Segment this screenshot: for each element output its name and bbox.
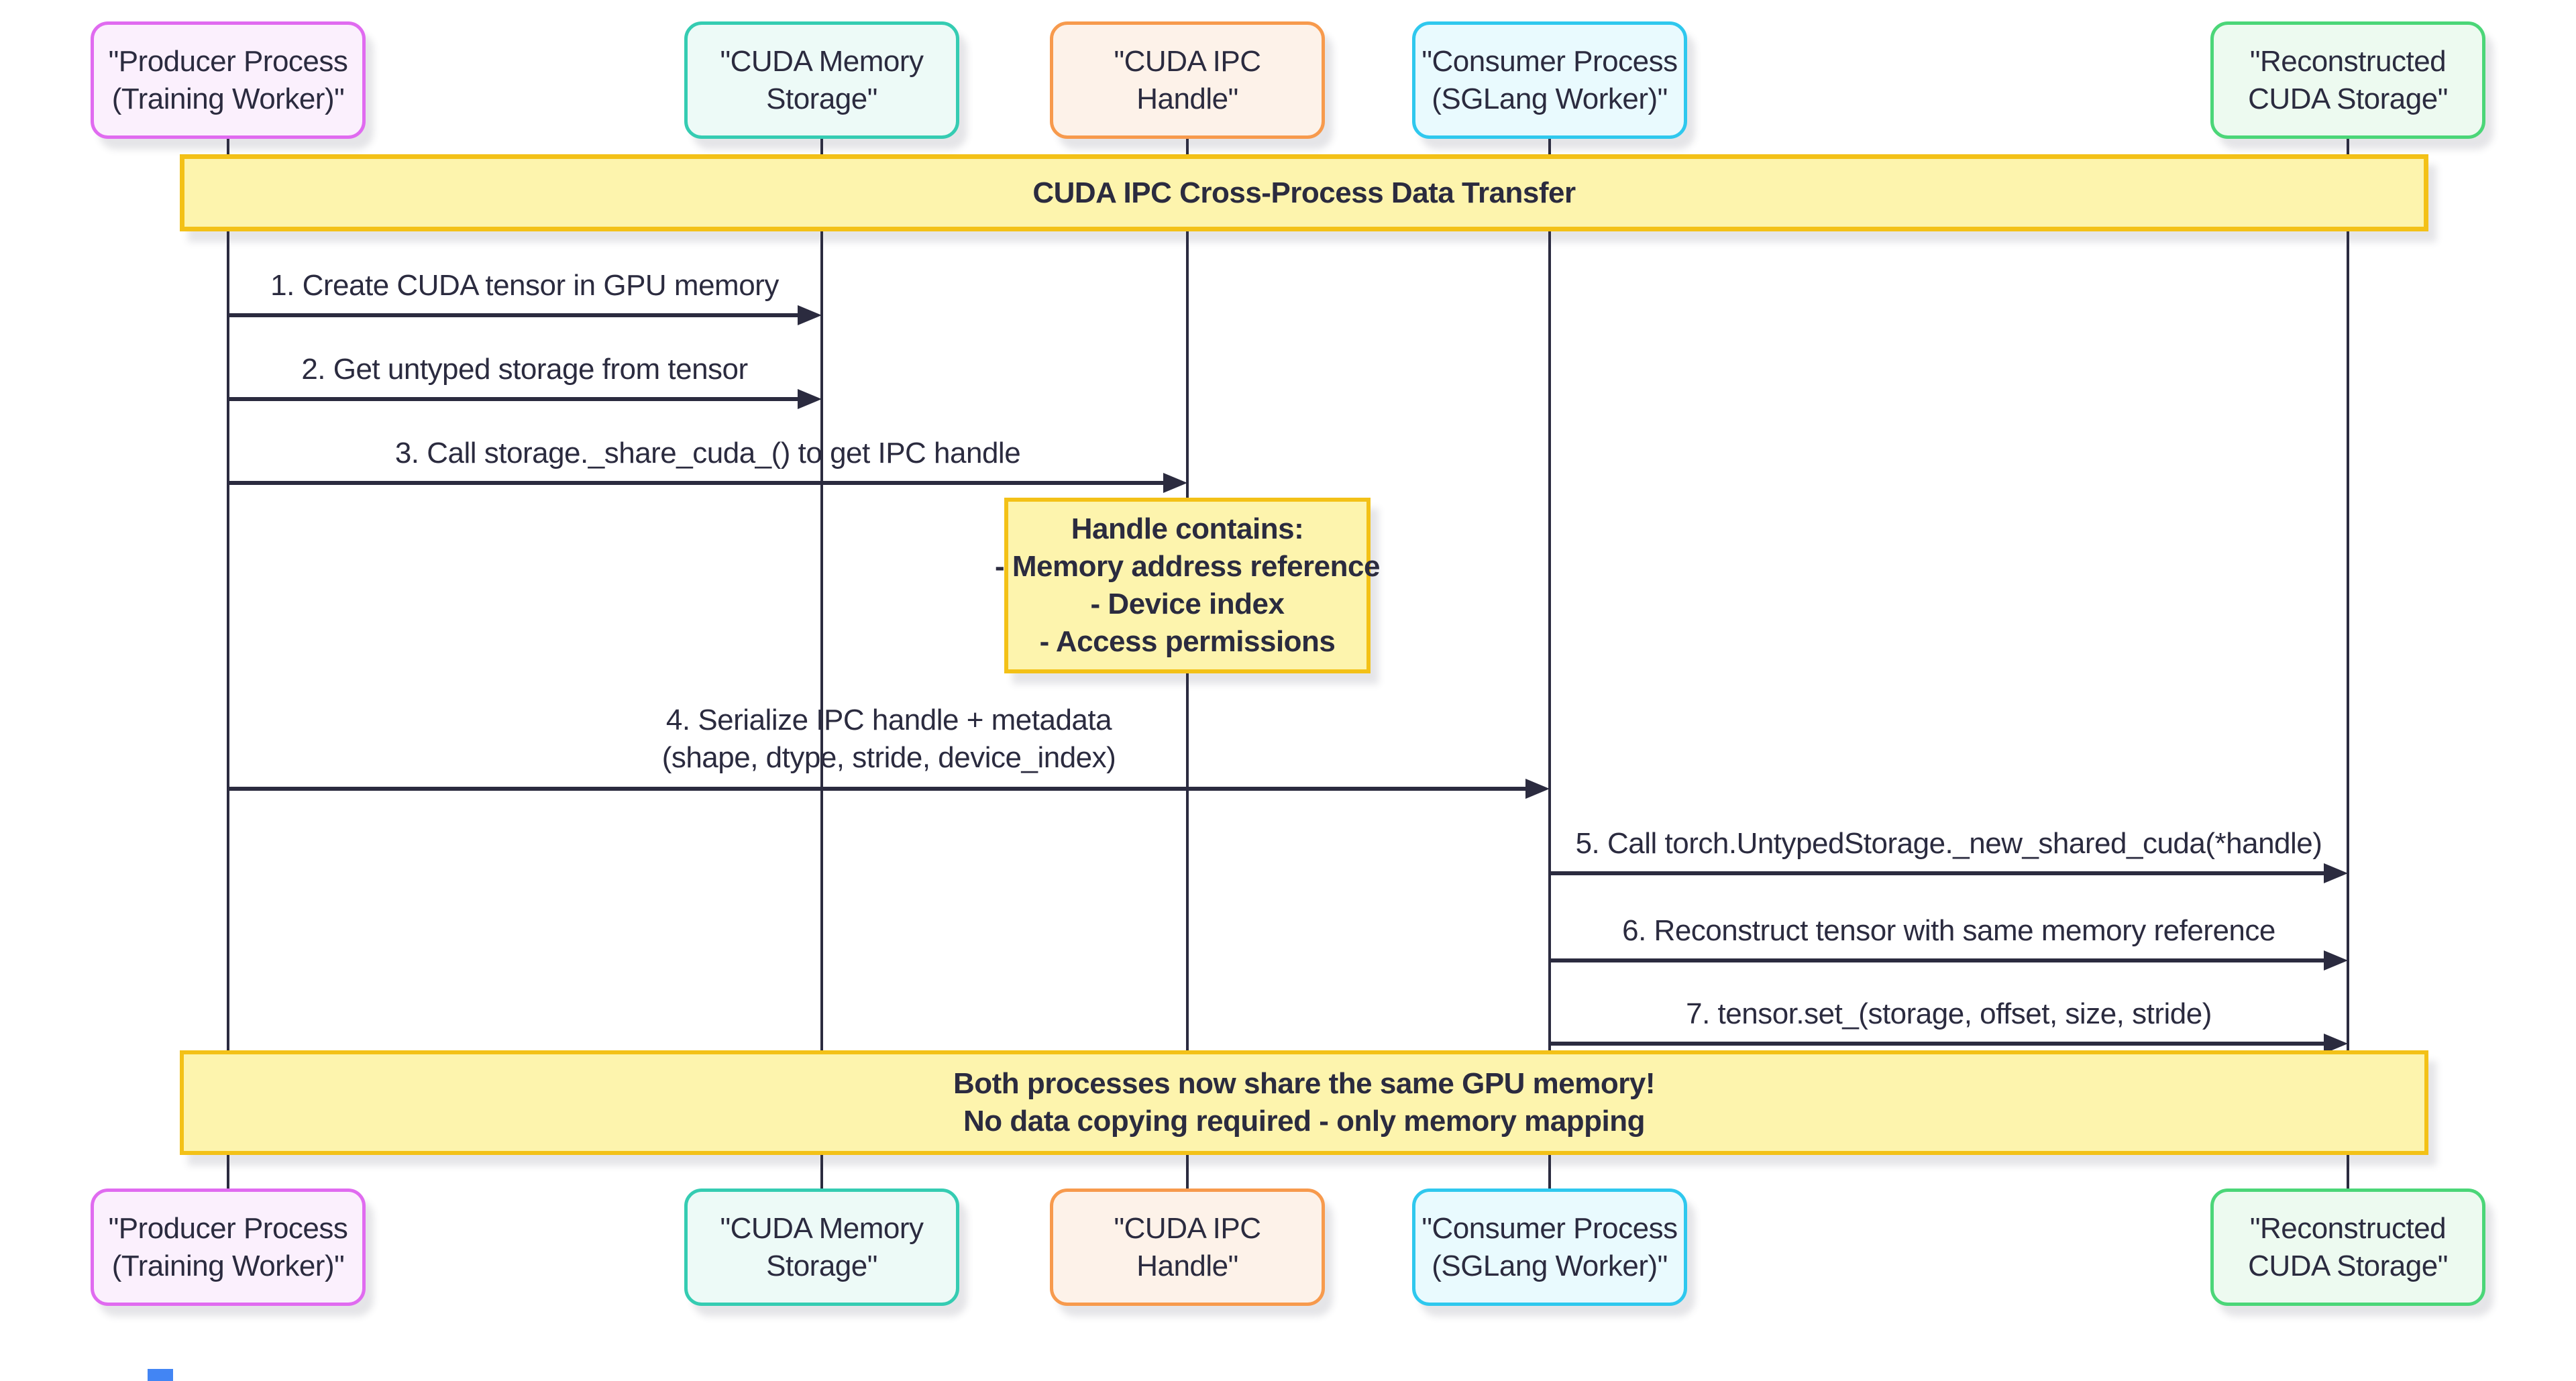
message-3-arrowhead-icon bbox=[1163, 473, 1187, 493]
participant-cuda-memory-storage-bottom: "CUDA Memory Storage" bbox=[684, 1189, 959, 1306]
participant-reconstructed-top: "Reconstructed CUDA Storage" bbox=[2210, 21, 2485, 139]
lifeline-consumer bbox=[1548, 139, 1551, 1189]
message-1-arrowhead-icon bbox=[798, 305, 822, 325]
participant-cuda-memory-storage-top: "CUDA Memory Storage" bbox=[684, 21, 959, 139]
message-6-arrowhead-icon bbox=[2324, 950, 2348, 971]
message-5-arrowhead-icon bbox=[2324, 863, 2348, 883]
message-2-label: 2. Get untyped storage from tensor bbox=[301, 353, 748, 386]
message-1-label: 1. Create CUDA tensor in GPU memory bbox=[270, 269, 779, 302]
diagram-title-banner: CUDA IPC Cross-Process Data Transfer bbox=[180, 154, 2428, 231]
lifeline-cuda-memory-storage bbox=[820, 139, 823, 1189]
participant-producer-bottom: "Producer Process (Training Worker)" bbox=[91, 1189, 366, 1306]
bottom-left-blue-artifact bbox=[148, 1369, 173, 1381]
message-7-arrow bbox=[1550, 1042, 2330, 1046]
message-1-arrow bbox=[228, 313, 804, 317]
diagram-title: CUDA IPC Cross-Process Data Transfer bbox=[1032, 176, 1576, 209]
handle-contents-note-text: Handle contains: - Memory address refere… bbox=[995, 512, 1380, 658]
message-3-label: 3. Call storage._share_cuda_() to get IP… bbox=[394, 437, 1021, 469]
message-7-label: 7. tensor.set_(storage, offset, size, st… bbox=[1686, 997, 2212, 1030]
participant-producer-top: "Producer Process (Training Worker)" bbox=[91, 21, 366, 139]
message-2-arrowhead-icon bbox=[798, 389, 822, 409]
participant-cuda-ipc-handle-bottom: "CUDA IPC Handle" bbox=[1050, 1189, 1325, 1306]
message-5-label: 5. Call torch.UntypedStorage._new_shared… bbox=[1575, 827, 2322, 860]
shared-memory-note: Both processes now share the same GPU me… bbox=[180, 1050, 2428, 1155]
participant-cuda-ipc-handle-top: "CUDA IPC Handle" bbox=[1050, 21, 1325, 139]
message-5-arrow bbox=[1550, 871, 2330, 875]
message-2-arrow bbox=[228, 397, 804, 401]
message-4-label: 4. Serialize IPC handle + metadata (shap… bbox=[661, 704, 1116, 774]
handle-contents-note: Handle contains: - Memory address refere… bbox=[995, 498, 1380, 673]
message-4-arrowhead-icon bbox=[1525, 779, 1550, 799]
message-4-arrow bbox=[228, 787, 1532, 791]
participant-reconstructed-bottom: "Reconstructed CUDA Storage" bbox=[2210, 1189, 2485, 1306]
message-6-label: 6. Reconstruct tensor with same memory r… bbox=[1622, 914, 2275, 947]
message-6-arrow bbox=[1550, 958, 2330, 962]
lifeline-producer bbox=[227, 139, 229, 1189]
participant-consumer-bottom: "Consumer Process (SGLang Worker)" bbox=[1412, 1189, 1687, 1306]
lifeline-reconstructed bbox=[2347, 139, 2349, 1189]
shared-memory-note-text: Both processes now share the same GPU me… bbox=[953, 1067, 1656, 1138]
participant-consumer-top: "Consumer Process (SGLang Worker)" bbox=[1412, 21, 1687, 139]
message-3-arrow bbox=[228, 481, 1170, 485]
